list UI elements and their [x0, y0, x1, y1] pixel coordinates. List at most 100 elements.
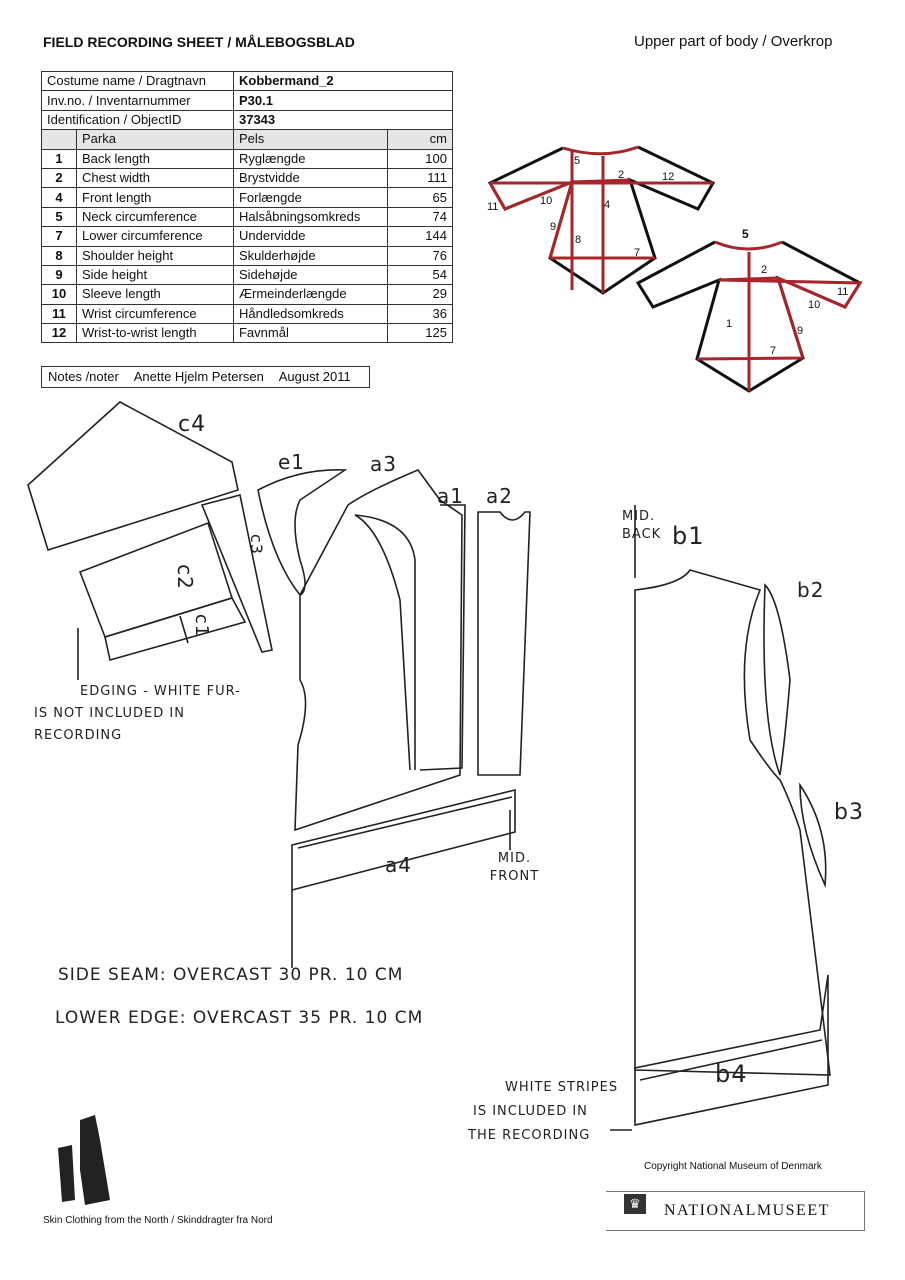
- svg-text:12: 12: [662, 171, 674, 183]
- svg-text:7: 7: [770, 345, 776, 357]
- svg-text:8: 8: [575, 234, 581, 246]
- crown-icon: ♛: [624, 1194, 646, 1214]
- svg-text:9: 9: [797, 325, 803, 337]
- mid-back-label: MID. BACK: [622, 509, 662, 542]
- svg-text:4: 4: [604, 199, 610, 211]
- info-label: Identification / ObjectID: [41, 109, 234, 131]
- measurement-name-en: Neck circumference: [76, 206, 234, 228]
- measurement-value: 111: [387, 167, 453, 189]
- measurement-name-da: Favnmål: [232, 323, 389, 344]
- measurement-value: 144: [387, 226, 453, 247]
- measurement-number: 5: [41, 206, 77, 228]
- piece-b1: [634, 569, 831, 1076]
- notes-label: Notes /noter: [48, 369, 119, 384]
- label-a3: a3: [370, 452, 397, 476]
- measurement-name-da: Skulderhøjde: [232, 245, 389, 266]
- label-a4: a4: [385, 853, 412, 877]
- measurement-number: 2: [41, 167, 77, 189]
- label-c3: c3: [246, 534, 266, 555]
- piece-b3: [799, 782, 827, 889]
- sheet-title: FIELD RECORDING SHEET / MÅLEBOGSBLAD: [43, 34, 355, 50]
- label-c1: c1: [191, 613, 213, 638]
- label-b1: b1: [672, 522, 705, 550]
- svg-text:10: 10: [808, 299, 820, 311]
- piece-a1: [419, 504, 466, 771]
- svg-text:2: 2: [761, 264, 767, 276]
- edging-note-3: RECORDING: [34, 728, 123, 743]
- col-unit: cm: [387, 129, 453, 150]
- nationalmuseet-logo: ♛ NATIONALMUSEET: [606, 1191, 865, 1231]
- measurement-value: 100: [387, 148, 453, 169]
- measurement-value: 74: [387, 206, 453, 228]
- piece-b4: [634, 974, 829, 1126]
- side-seam-note: SIDE SEAM: OVERCAST 30 PR. 10 CM: [58, 965, 404, 985]
- svg-text:5: 5: [742, 227, 749, 241]
- pattern-sketch: [27, 401, 831, 1131]
- piece-c4: [27, 401, 239, 552]
- measurement-name-da: Halsåbningsomkreds: [232, 206, 389, 228]
- series-footer: Skin Clothing from the North / Skinddrag…: [43, 1215, 273, 1226]
- measurement-value: 65: [387, 187, 453, 208]
- measurement-number: 7: [41, 226, 77, 247]
- measurement-name-en: Front length: [76, 187, 234, 208]
- col-da: Pels: [232, 129, 389, 150]
- svg-text:9: 9: [550, 221, 556, 233]
- measurement-name-en: Wrist circumference: [76, 303, 234, 325]
- svg-text:1: 1: [726, 318, 732, 330]
- measurement-number: 12: [41, 323, 77, 344]
- label-c4: c4: [178, 412, 207, 437]
- piece-e1: [257, 469, 348, 597]
- edging-note-2: IS NOT INCLUDED IN: [34, 706, 185, 721]
- label-b2: b2: [797, 578, 825, 602]
- measurement-name-da: Forlængde: [232, 187, 389, 208]
- svg-text:11: 11: [837, 286, 848, 298]
- info-value: 37343: [232, 109, 454, 131]
- measurement-number: 4: [41, 187, 77, 208]
- edging-note-1: EDGING - WHITE FUR-: [80, 684, 241, 699]
- svg-text:5: 5: [574, 155, 580, 167]
- sheet-subtitle: Upper part of body / Overkrop: [634, 33, 833, 50]
- stripes-note-2: IS INCLUDED IN: [473, 1104, 588, 1119]
- piece-b2: [763, 583, 791, 776]
- notes-box: Notes /noter Anette Hjelm Petersen Augus…: [41, 366, 370, 388]
- piece-a3: [294, 469, 463, 832]
- label-a1: a1: [437, 484, 464, 508]
- measurement-name-en: Wrist-to-wrist length: [76, 323, 234, 344]
- stripes-note-1: WHITE STRIPES: [505, 1080, 619, 1095]
- label-b3: b3: [834, 800, 864, 825]
- measurement-name-da: Brystvidde: [232, 167, 389, 189]
- copyright: Copyright National Museum of Denmark: [644, 1161, 822, 1172]
- label-e1: e1: [278, 450, 306, 474]
- measurement-number: 10: [41, 284, 77, 305]
- svg-text:10: 10: [540, 195, 552, 207]
- label-c2: c2: [172, 564, 197, 590]
- piece-a4: [291, 788, 516, 892]
- mid-front-label: MID. FRONT: [489, 851, 540, 884]
- lower-edge-note: LOWER EDGE: OVERCAST 35 PR. 10 CM: [55, 1008, 424, 1028]
- measurement-name-en: Chest width: [76, 167, 234, 189]
- stripes-note-3: THE RECORDING: [468, 1128, 591, 1143]
- col-en: Parka: [76, 129, 234, 150]
- measurement-value: 54: [387, 264, 453, 286]
- footer-figure-icon: [58, 1115, 110, 1205]
- svg-text:7: 7: [634, 247, 640, 259]
- measurement-value: 76: [387, 245, 453, 266]
- measurement-value: 125: [387, 323, 453, 344]
- measurement-name-da: Undervidde: [232, 226, 389, 247]
- label-a2: a2: [486, 484, 513, 508]
- piece-c1: [104, 597, 247, 662]
- measurement-name-en: Lower circumference: [76, 226, 234, 247]
